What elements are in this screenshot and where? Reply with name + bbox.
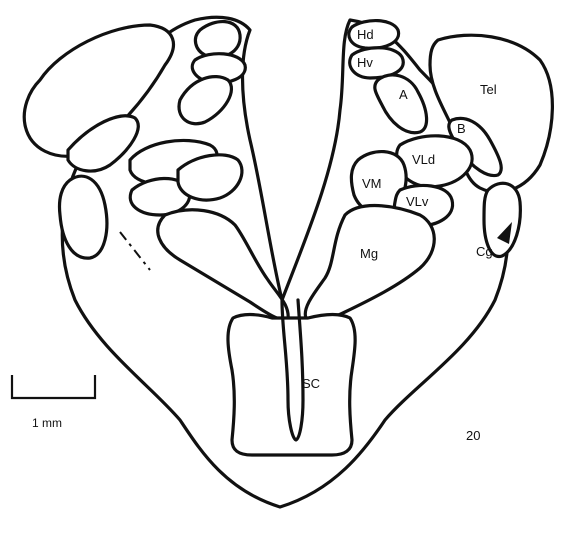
- scale-bar: [12, 375, 95, 398]
- vm-label: VM: [362, 176, 382, 191]
- b-label: B: [457, 121, 466, 136]
- left-dash-marker: [120, 232, 150, 270]
- mg-lobe: [305, 206, 434, 322]
- left-a-lobe: [179, 77, 231, 124]
- hv-label: Hv: [357, 55, 373, 70]
- sc-label: SC: [302, 376, 320, 391]
- left-vm-mirror: [178, 155, 242, 200]
- vlv-label: VLv: [406, 194, 429, 209]
- figure-number: 20: [466, 428, 480, 443]
- left-dorsal-lobe: [195, 22, 240, 58]
- cg-label: Cg: [476, 244, 493, 259]
- tel-label: Tel: [480, 82, 497, 97]
- left-lateral-oval: [59, 176, 106, 258]
- vld-label: VLd: [412, 152, 435, 167]
- hd-label: Hd: [357, 27, 374, 42]
- mg-label: Mg: [360, 246, 378, 261]
- a-label: A: [399, 87, 408, 102]
- a-lobe: [375, 75, 427, 133]
- scale-bar-label: 1 mm: [32, 416, 62, 430]
